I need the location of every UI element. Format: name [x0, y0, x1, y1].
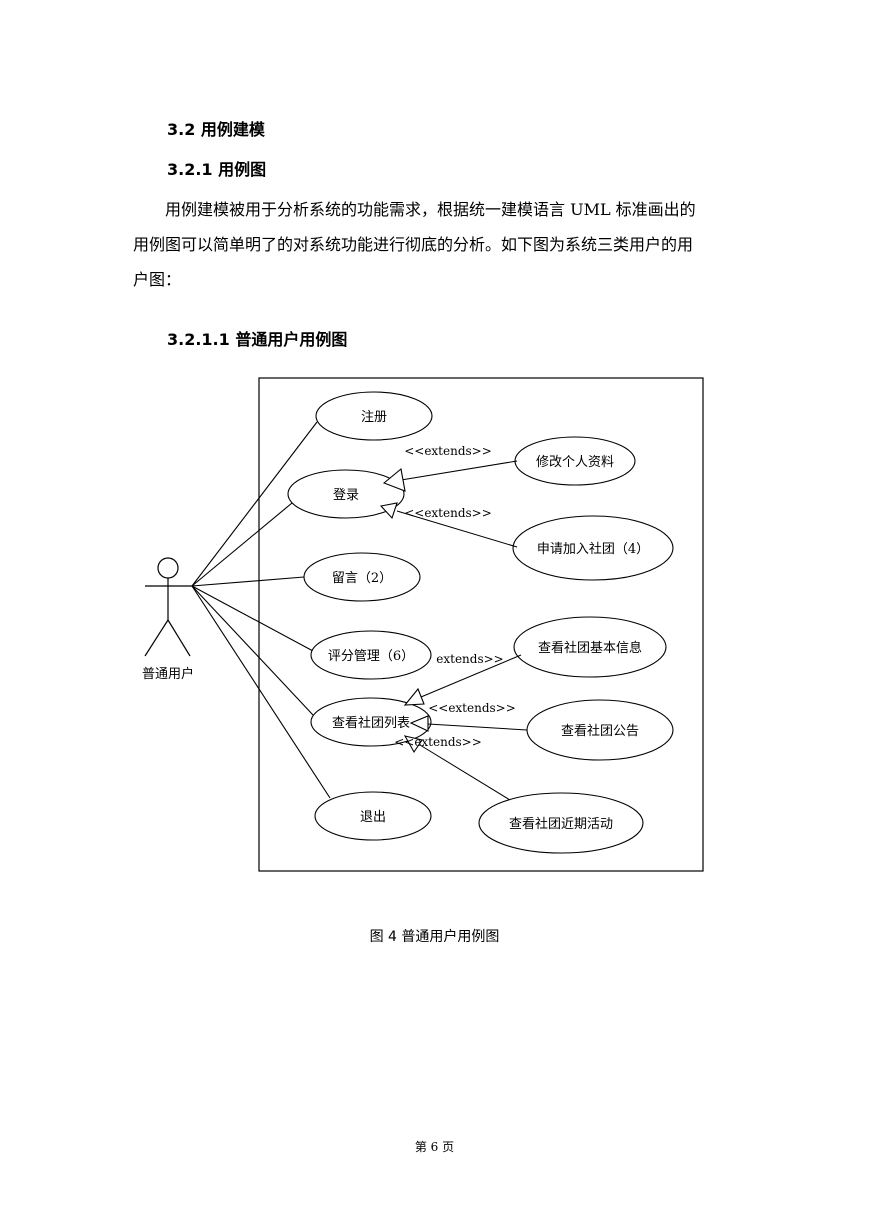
- use-case-club-list-label: 查看社团列表: [332, 715, 410, 731]
- intro-paragraph: 用例建模被用于分析系统的功能需求，根据统一建模语言 UML 标准画出的 用例图可…: [133, 192, 743, 297]
- page-number: 第 6 页: [414, 1140, 455, 1154]
- use-case-message: [303, 552, 421, 602]
- use-case-edit-profile-label: 修改个人资料: [536, 455, 614, 470]
- use-case-club-list: [310, 697, 432, 747]
- actor-label: 普通用户: [142, 666, 194, 682]
- extends-label: <<extends>>: [404, 444, 492, 458]
- extends-label: <<extends>>: [394, 735, 482, 749]
- use-case-join-club-label: 申请加入社团（4）: [537, 541, 649, 557]
- extends-lines: [396, 460, 528, 801]
- paragraph-line: 用例建模被用于分析系统的功能需求，根据统一建模语言 UML 标准画出的: [165, 200, 696, 219]
- section-heading-3-2-1: 3.2.1 用例图: [167, 160, 267, 179]
- use-case-rating: [310, 630, 432, 680]
- use-case-club-notice-label: 查看社团公告: [561, 723, 639, 739]
- use-case-join-club: [512, 515, 674, 581]
- paragraph-line: 户图：: [133, 270, 182, 289]
- use-case-message-label: 留言（2）: [332, 571, 392, 586]
- paragraph-line: 用例图可以简单明了的对系统功能进行彻底的分析。如下图为系统三类用户的用: [133, 235, 694, 254]
- use-case-club-info: [513, 616, 667, 678]
- system-boundary: [258, 377, 704, 872]
- actor-figure: [144, 557, 192, 657]
- use-case-logout: [314, 791, 432, 841]
- use-case-rating-label: 评分管理（6）: [328, 649, 414, 664]
- use-case-register: [315, 391, 433, 441]
- section-heading-3-2-1-1: 3.2.1.1 普通用户用例图: [167, 330, 348, 349]
- use-case-login-label: 登录: [333, 488, 359, 503]
- extends-label: <<extends>>: [404, 506, 492, 520]
- association-lines: [191, 421, 331, 799]
- use-case-register-label: 注册: [361, 410, 387, 425]
- extends-arrowheads: [379, 467, 429, 754]
- section-heading-3-2: 3.2 用例建模: [167, 120, 265, 139]
- use-case-login: [287, 469, 405, 519]
- extends-label: <<extends>>: [428, 701, 516, 715]
- figure-caption: 图 4 普通用户用例图: [369, 929, 500, 945]
- use-case-club-events: [478, 792, 644, 854]
- use-case-club-info-label: 查看社团基本信息: [538, 640, 642, 656]
- extends-label: extends>>: [436, 652, 503, 666]
- use-case-club-events-label: 查看社团近期活动: [509, 816, 613, 832]
- use-case-logout-label: 退出: [360, 810, 386, 825]
